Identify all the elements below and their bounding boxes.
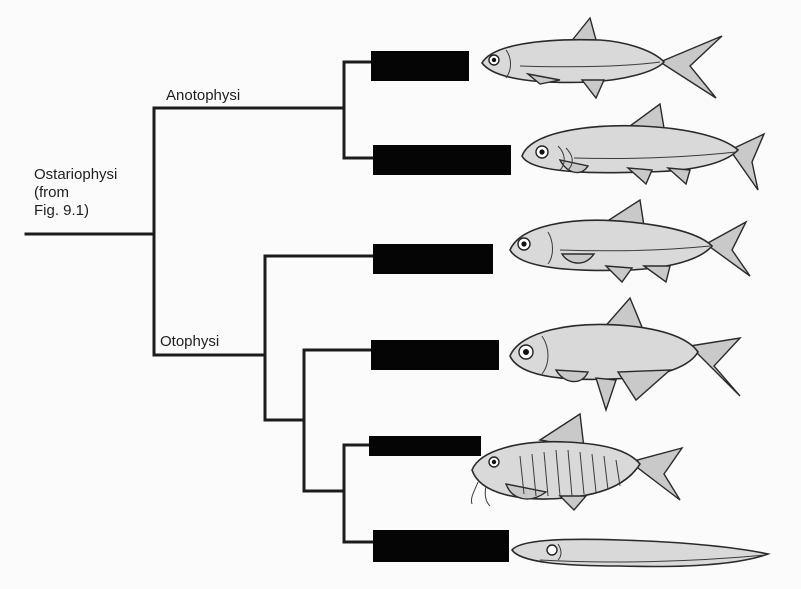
hidden-label-6 [373,530,509,562]
hidden-label-3 [373,244,493,274]
loach-like-fish-icon [521,102,766,191]
clade-label-anotophysi: Anotophysi [166,87,241,104]
milkfish-icon [481,16,723,100]
hidden-label-2 [373,145,511,175]
knifefish-eel-icon [511,538,771,568]
root-label: Ostariophysi (from Fig. 9.1) [34,166,117,220]
characin-icon [509,296,742,413]
tree-branches [24,60,376,544]
hidden-label-1 [371,51,469,81]
hidden-label-4 [371,340,499,370]
hidden-label-5 [369,436,481,456]
root-label-line-3: Fig. 9.1) [34,202,90,219]
root-label-line-2: (from [34,184,69,201]
minnow-icon [509,198,751,284]
clade-label-otophysi: Otophysi [160,333,220,350]
root-label-line-1: Ostariophysi [34,166,118,183]
armored-catfish-icon [471,412,684,512]
